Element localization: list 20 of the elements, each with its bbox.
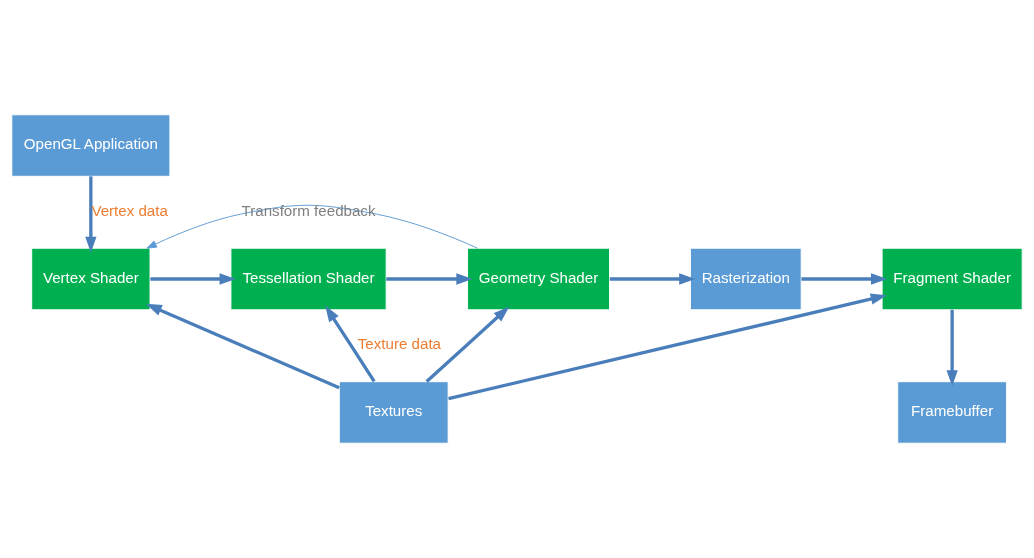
- arrow: [145, 303, 340, 390]
- node-box: Rasterization: [689, 247, 802, 311]
- arrow: [801, 273, 888, 285]
- arrow: [425, 306, 510, 383]
- arrow: [85, 176, 97, 253]
- node-box: Geometry Shader: [467, 247, 610, 311]
- arrow: [448, 293, 887, 401]
- arrow: [386, 273, 473, 285]
- arrow: [609, 273, 696, 285]
- node-box: Framebuffer: [897, 381, 1008, 444]
- node-box: Tessellation Shader: [230, 247, 387, 311]
- node-box: Vertex Shader: [31, 247, 151, 311]
- node-box: Fragment Shader: [881, 247, 1023, 311]
- arrow: [325, 305, 376, 383]
- node-box: Textures: [338, 381, 449, 444]
- edge-label: Texture data: [357, 335, 442, 353]
- arrow: [146, 204, 479, 249]
- arrow: [946, 309, 958, 387]
- node-box: OpenGL Application: [11, 114, 171, 177]
- arrow: [150, 273, 236, 285]
